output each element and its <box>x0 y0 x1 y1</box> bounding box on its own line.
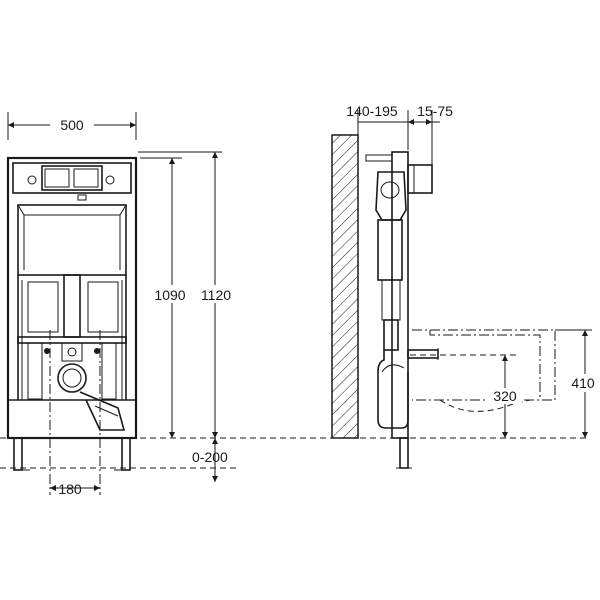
width-label: 500 <box>60 117 84 133</box>
bowl-height-label: 320 <box>493 388 517 404</box>
front-depth-label: 15-75 <box>417 103 453 119</box>
outlet-offset-label: 180 <box>58 481 82 497</box>
side-view: 140-195 15-75 <box>331 103 600 469</box>
floor-adjust-label: 0-200 <box>192 449 228 465</box>
height-total-label: 1120 <box>201 287 231 303</box>
height-frame-label: 1090 <box>154 287 185 303</box>
wall-depth-label: 140-195 <box>346 103 398 119</box>
bowl-total-height-label: 410 <box>571 375 595 391</box>
wall <box>331 134 359 439</box>
front-view: 500 <box>6 112 236 497</box>
